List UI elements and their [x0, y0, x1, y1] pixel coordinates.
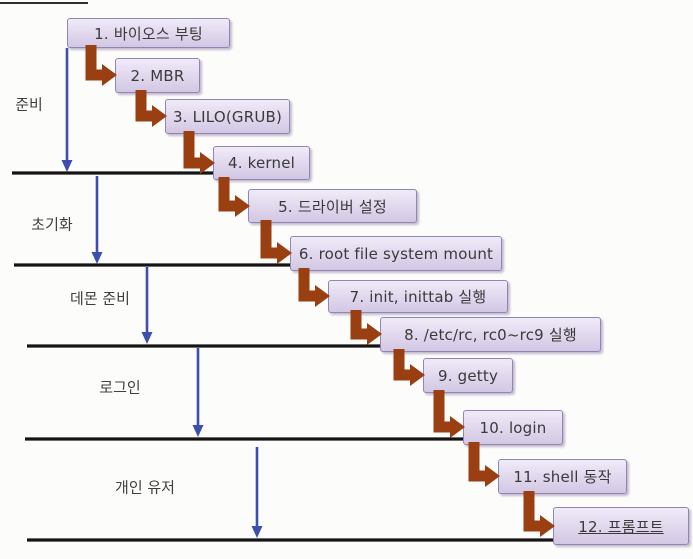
step-box-prompt: 12. 프롬프트 — [553, 507, 689, 545]
step-label-etc-rc: 8. /etc/rc, rc0~rc9 실행 — [404, 326, 577, 344]
step-arrow-shaft-5-6 — [260, 220, 280, 259]
step-arrow-shaft-10-11 — [468, 442, 488, 482]
step-box-driver-setup: 5. 드라이버 설정 — [248, 189, 417, 223]
step-label-prompt: 12. 프롬프트 — [578, 517, 664, 536]
step-arrow-shaft-3-4 — [183, 131, 203, 169]
stage-arrow-head-1 — [61, 160, 73, 172]
step-box-lilo-grub: 3. LILO(GRUB) — [165, 99, 290, 134]
step-label-shell: 11. shell 동작 — [513, 468, 612, 486]
step-box-shell: 11. shell 동작 — [498, 459, 627, 494]
step-box-kernel: 4. kernel — [213, 146, 310, 180]
stage-arrow-head-2 — [91, 252, 103, 264]
step-label-mbr: 2. MBR — [130, 66, 185, 85]
step-arrow-shaft-9-10 — [433, 390, 453, 433]
stage-label-daemon: 데몬 준비 — [70, 289, 130, 308]
step-label-rootfs-mount: 6. root file system mount — [298, 244, 494, 263]
step-label-driver-setup: 5. 드라이버 설정 — [278, 197, 387, 216]
step-arrow-shaft-2-3 — [135, 90, 155, 122]
step-label-getty: 9. getty — [437, 366, 499, 385]
step-arrow-shaft-4-5 — [218, 177, 238, 212]
stage-arrow-head-4 — [192, 425, 204, 437]
step-label-bios-boot: 1. 바이오스 부팅 — [94, 24, 203, 43]
step-label-lilo-grub: 3. LILO(GRUB) — [172, 107, 283, 126]
step-label-init-inittab: 7. init, inittab 실행 — [349, 288, 487, 306]
step-box-getty: 9. getty — [423, 358, 513, 393]
stage-label-login: 로그인 — [99, 378, 141, 397]
step-box-etc-rc: 8. /etc/rc, rc0~rc9 실행 — [380, 317, 601, 352]
step-box-bios-boot: 1. 바이오스 부팅 — [67, 18, 230, 48]
stage-label-prepare: 준비 — [15, 95, 43, 114]
stage-separator-lines — [12, 171, 563, 542]
step-box-mbr: 2. MBR — [115, 58, 200, 93]
step-arrow-shaft-11-12 — [523, 491, 543, 532]
stage-arrow-head-5 — [251, 526, 263, 538]
step-box-rootfs-mount: 6. root file system mount — [290, 236, 502, 271]
step-label-kernel: 4. kernel — [227, 154, 296, 172]
step-arrow-shaft-6-7 — [298, 268, 318, 302]
stage-arrow-head-3 — [141, 332, 153, 344]
stage-label-init: 초기화 — [31, 215, 73, 234]
stage-label-user: 개인 유저 — [115, 478, 175, 497]
step-box-login: 10. login — [463, 410, 563, 445]
step-label-login: 10. login — [479, 418, 547, 437]
step-box-init-inittab: 7. init, inittab 실행 — [328, 280, 508, 313]
step-arrow-shaft-7-8 — [350, 310, 370, 340]
step-arrow-shaft-1-2 — [85, 45, 105, 81]
step-arrow-shaft-8-9 — [393, 349, 413, 381]
